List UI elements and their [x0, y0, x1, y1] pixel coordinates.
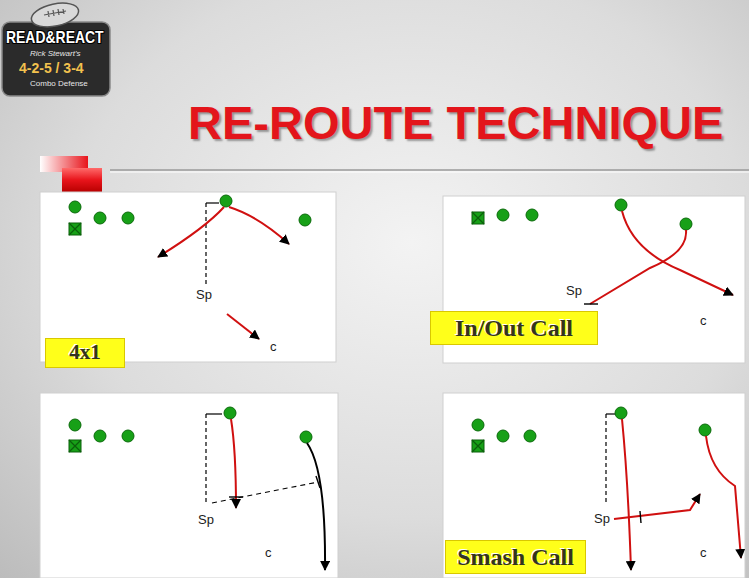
alignment-tick	[206, 413, 222, 414]
player-dot	[122, 430, 134, 442]
center-symbol	[472, 440, 484, 452]
player-dot	[615, 199, 627, 211]
defender-label: Sp	[196, 288, 212, 303]
call-label: In/Out Call	[455, 315, 573, 341]
formation-tag: Smash Call	[445, 540, 586, 574]
player-dot	[615, 407, 627, 419]
player-dot	[526, 209, 538, 221]
player-dot	[122, 212, 134, 224]
center-symbol	[69, 223, 81, 235]
logo-author: Rick Stewart's	[30, 49, 80, 58]
route-stop	[584, 303, 598, 304]
logo-wordmark: READ&REACT	[6, 28, 104, 48]
logo-laces	[44, 9, 66, 17]
player-dot	[699, 424, 711, 436]
jam-tick	[640, 511, 641, 523]
slide-title: RE-ROUTE TECHNIQUE	[188, 99, 723, 146]
route-line	[307, 443, 325, 570]
defender-path	[227, 314, 259, 339]
jam-tick	[316, 476, 320, 488]
formation-tag: In/Out Call	[430, 311, 598, 345]
play-panel	[40, 393, 338, 578]
route-line	[622, 211, 733, 295]
player-dot	[220, 195, 232, 207]
defender-label: Sp	[198, 513, 214, 528]
title-rule	[110, 169, 749, 171]
call-label: Smash Call	[457, 544, 574, 570]
defender-label: Sp	[566, 284, 582, 299]
player-dot	[299, 214, 311, 226]
defender-path	[614, 494, 700, 519]
drop-line	[205, 203, 206, 284]
player-dot	[497, 430, 509, 442]
logo-football	[29, 0, 81, 31]
defender-path	[212, 482, 318, 503]
player-dot	[472, 419, 484, 431]
player-dot	[69, 419, 81, 431]
alignment-tick	[606, 413, 616, 414]
player-dot	[524, 430, 536, 442]
player-dot	[94, 430, 106, 442]
drop-line	[605, 414, 606, 505]
player-dot	[224, 407, 236, 419]
coverage-label: c	[270, 340, 277, 355]
player-dot	[69, 201, 81, 213]
play-panel	[443, 393, 745, 578]
alignment-tick	[206, 202, 219, 203]
coverage-label: c	[265, 546, 272, 561]
coverage-label: c	[700, 314, 707, 329]
route-line	[231, 419, 236, 508]
coverage-label: c	[700, 546, 707, 561]
route-line	[706, 436, 741, 558]
logo-scheme: 4-2-5 / 3-4	[19, 60, 84, 76]
center-symbol	[69, 440, 81, 452]
player-dot	[680, 218, 692, 230]
logo-badge	[2, 22, 110, 96]
center-symbol	[472, 212, 484, 224]
player-dot	[300, 431, 312, 443]
call-label: 4x1	[69, 341, 101, 364]
formation-tag: 4x1	[45, 338, 125, 368]
logo-tagline: Combo Defense	[30, 79, 88, 88]
red-block	[62, 168, 102, 192]
player-dot	[94, 212, 106, 224]
play-panel	[40, 192, 336, 362]
drop-line	[205, 414, 206, 505]
title-rule-light	[110, 172, 749, 173]
route-line	[590, 230, 686, 304]
defender-label: Sp	[594, 512, 610, 527]
route-line	[158, 207, 224, 257]
route-line	[229, 207, 289, 244]
player-dot	[497, 209, 509, 221]
route-line	[622, 419, 631, 570]
